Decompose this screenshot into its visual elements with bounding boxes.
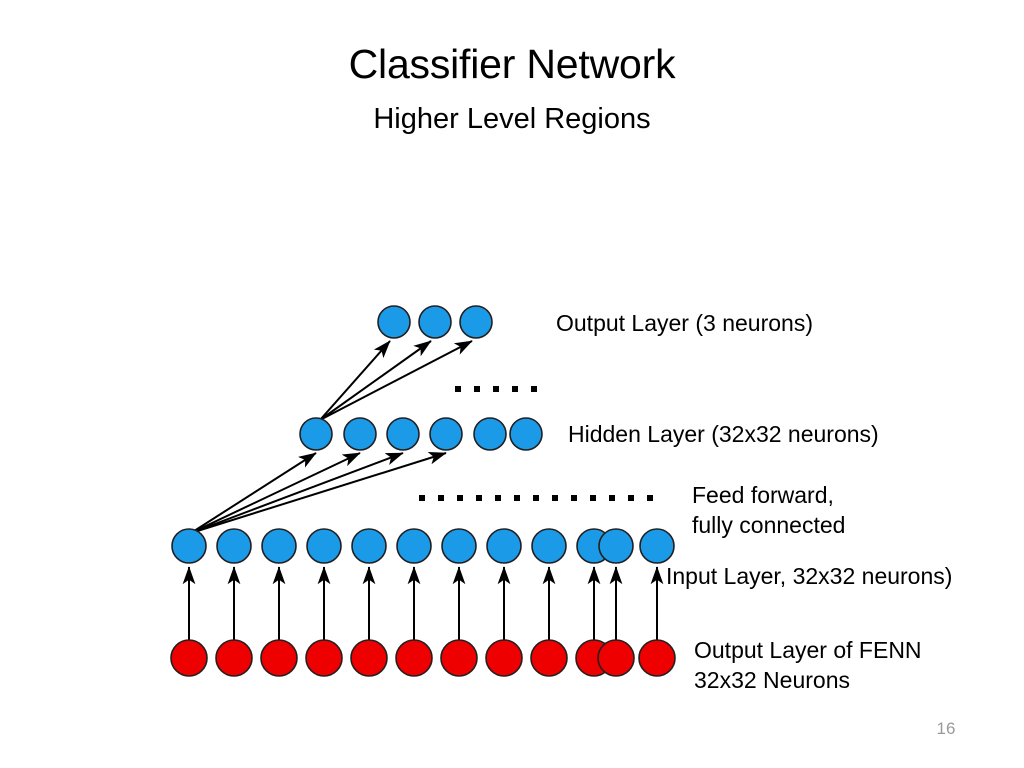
ellipsis-dot xyxy=(647,495,653,501)
ellipsis-dot xyxy=(628,495,634,501)
input-layer-neuron xyxy=(306,528,342,564)
ellipsis-dot xyxy=(438,495,444,501)
input-layer-label: Input Layer, 32x32 neurons) xyxy=(666,563,953,589)
fenn-label-line-2: 32x32 Neurons xyxy=(694,667,850,693)
output-layer-label: Output Layer (3 neurons) xyxy=(556,310,813,336)
ellipsis-dot xyxy=(493,386,499,392)
input-to-hidden-arrow xyxy=(190,452,361,534)
input-layer-neuron xyxy=(351,528,387,564)
ellipsis-dot xyxy=(590,495,596,501)
ellipsis-dot xyxy=(533,495,539,501)
input-to-hidden-arrow xyxy=(190,452,317,534)
ellipsis-dot xyxy=(512,386,518,392)
hidden-layer-neuron xyxy=(473,417,507,451)
fenn-output-layer-neuron xyxy=(530,639,568,677)
ellipsis-dot xyxy=(514,495,520,501)
input-layer-neuron xyxy=(531,528,567,564)
ellipsis-dot xyxy=(495,495,501,501)
output-layer-neuron xyxy=(377,305,411,339)
input-layer-neuron xyxy=(396,528,432,564)
fenn-output-layer-neuron xyxy=(170,639,208,677)
neuron-nodes xyxy=(170,305,676,677)
ellipsis-dot xyxy=(476,495,482,501)
ellipsis-dot xyxy=(419,495,425,501)
ellipsis-dot xyxy=(457,495,463,501)
ellipsis-dots xyxy=(419,386,653,501)
hidden-layer-label: Hidden Layer (32x32 neurons) xyxy=(568,421,879,447)
fenn-output-layer-neuron xyxy=(638,639,676,677)
fenn-output-layer-neuron xyxy=(440,639,478,677)
input-layer-neuron xyxy=(261,528,297,564)
output-layer-neuron xyxy=(459,305,493,339)
hidden-to-output-arrow xyxy=(319,340,432,421)
hidden-to-output-arrows xyxy=(319,340,473,421)
ellipsis-dot xyxy=(455,386,461,392)
fenn-output-layer-neuron xyxy=(260,639,298,677)
hidden-layer-neuron xyxy=(386,417,420,451)
fenn-output-layer-neuron xyxy=(485,639,523,677)
input-to-hidden-arrow xyxy=(190,452,447,534)
feed-forward-line-1: Feed forward, xyxy=(692,482,834,508)
page-subtitle: Higher Level Regions xyxy=(373,103,651,135)
ellipsis-dot xyxy=(609,495,615,501)
input-layer-neuron xyxy=(486,528,522,564)
fenn-output-layer-neuron xyxy=(395,639,433,677)
input-layer-neuron xyxy=(171,528,207,564)
hidden-layer-neuron xyxy=(429,417,463,451)
input-to-hidden-arrows xyxy=(190,452,447,534)
input-layer-neuron xyxy=(441,528,477,564)
fenn-label-line-1: Output Layer of FENN xyxy=(694,637,922,663)
input-layer-neuron xyxy=(598,528,634,564)
ellipsis-dot xyxy=(531,386,537,392)
ellipsis-dot xyxy=(552,495,558,501)
hidden-layer-neuron xyxy=(343,417,377,451)
fenn-output-layer-neuron xyxy=(597,639,635,677)
fenn-output-layer-neuron xyxy=(305,639,343,677)
fenn-output-layer-neuron xyxy=(215,639,253,677)
input-to-hidden-arrow xyxy=(190,452,404,534)
hidden-layer-neuron xyxy=(299,417,333,451)
input-layer-neuron xyxy=(216,528,252,564)
hidden-to-output-arrow xyxy=(319,340,391,421)
output-layer-neuron xyxy=(418,305,452,339)
fenn-output-layer-label: Output Layer of FENN 32x32 Neurons xyxy=(694,635,922,695)
ellipsis-dot xyxy=(474,386,480,392)
fenn-output-layer-neuron xyxy=(350,639,388,677)
fenn-to-input-arrows xyxy=(182,566,664,640)
hidden-layer-neuron xyxy=(509,417,543,451)
feed-forward-annotation: Feed forward, fully connected xyxy=(692,480,845,540)
page-number: 16 xyxy=(936,719,956,738)
hidden-to-output-arrow xyxy=(319,340,473,421)
input-layer-neuron xyxy=(639,528,675,564)
page-title: Classifier Network xyxy=(348,41,676,87)
ellipsis-dot xyxy=(571,495,577,501)
feed-forward-line-2: fully connected xyxy=(692,512,846,538)
